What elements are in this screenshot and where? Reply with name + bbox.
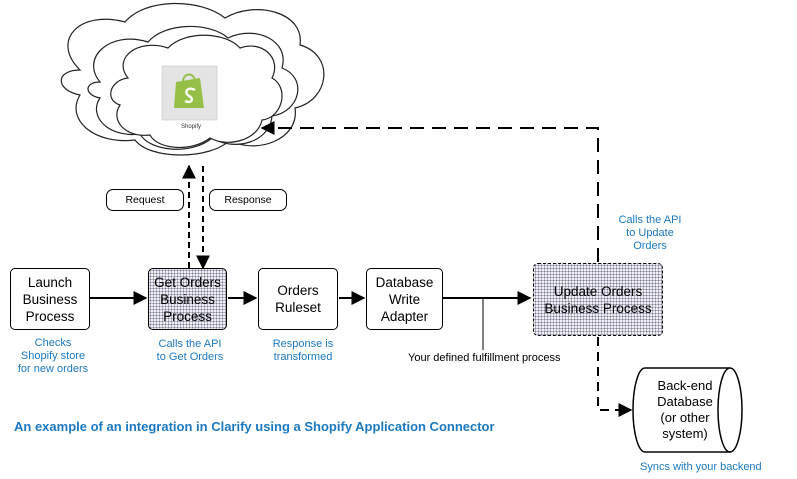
- checks-store-note: Checks Shopify store for new orders: [17, 337, 89, 375]
- update-orders-business-process-box: Update Orders Business Process: [533, 263, 663, 336]
- response-transformed-note: Response is transformed: [272, 338, 334, 363]
- response-pill: Response: [209, 189, 287, 211]
- request-pill: Request: [106, 189, 184, 211]
- shopify-logo-caption: Shopify: [181, 124, 202, 130]
- update-to-database-arrow: [597, 337, 633, 417]
- syncs-backend-note: Syncs with your backend: [640, 461, 762, 473]
- database-cylinder: [632, 367, 743, 453]
- calls-api-get-note: Calls the API to Get Orders: [156, 338, 224, 363]
- fulfillment-process-label: Your defined fulfillment process: [408, 352, 561, 364]
- backend-database-label: Back-end Database (or other system): [657, 378, 713, 441]
- diagram-caption: An example of an integration in Clarify …: [14, 419, 495, 434]
- get-orders-business-process-box: Get Orders Business Process: [148, 268, 227, 330]
- update-to-cloud-arrow: [260, 121, 599, 262]
- database-write-adapter-box: Database Write Adapter: [366, 268, 443, 330]
- shopify-logo: [161, 65, 218, 121]
- launch-business-process-box: Launch Business Process: [10, 268, 90, 330]
- orders-ruleset-box: Orders Ruleset: [258, 268, 338, 330]
- calls-api-update-note: Calls the API to Update Orders: [618, 214, 682, 252]
